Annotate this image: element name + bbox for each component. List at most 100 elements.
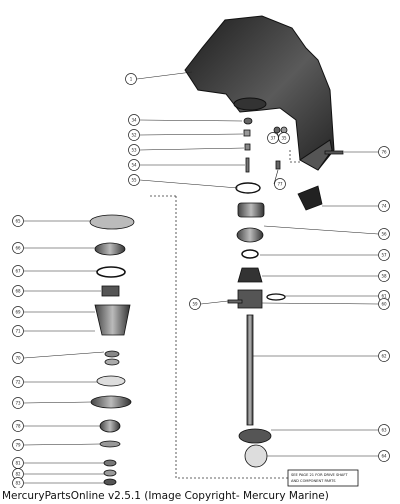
callout-55: 55 bbox=[128, 174, 239, 189]
callout-number: 1 bbox=[130, 77, 133, 82]
callout-34: 34 bbox=[128, 114, 243, 126]
reference-lines bbox=[150, 150, 300, 479]
callout-70: 70 bbox=[12, 351, 105, 364]
callout-circle bbox=[12, 242, 24, 254]
callout-37: 37 bbox=[267, 131, 280, 144]
callout-circle bbox=[378, 146, 390, 158]
callout-53: 53 bbox=[128, 144, 245, 156]
callout-number: 67 bbox=[15, 269, 21, 274]
callout-circle bbox=[128, 174, 140, 186]
callout-54: 54 bbox=[128, 159, 245, 171]
callout-number: 71 bbox=[15, 329, 21, 334]
callout-circle bbox=[128, 114, 140, 126]
callout-52: 52 bbox=[128, 129, 244, 141]
exploded-parts-diagram: SEE PAGE 21 FOR DRIVE SHAFT AND COMPONEN… bbox=[12, 15, 390, 488]
callout-circle bbox=[12, 325, 24, 337]
callout-66: 66 bbox=[12, 242, 95, 254]
callout-leader-line bbox=[23, 351, 105, 359]
callout-number: 34 bbox=[131, 118, 137, 123]
image-caption: MercuryPartsOnline v2.5.1 (Image Copyrig… bbox=[2, 490, 329, 502]
callout-number: 79 bbox=[15, 443, 21, 448]
callout-number: 60 bbox=[381, 302, 387, 307]
callout-59: 59 bbox=[189, 298, 229, 310]
callout-73: 73 bbox=[12, 397, 92, 409]
callout-circle bbox=[378, 249, 390, 261]
callout-79: 79 bbox=[12, 439, 101, 451]
callout-circle bbox=[189, 298, 201, 310]
callout-number: 56 bbox=[381, 232, 387, 237]
callout-circle bbox=[128, 129, 140, 141]
callout-circle bbox=[274, 178, 286, 190]
callout-circle bbox=[378, 270, 390, 282]
callout-leader-line bbox=[139, 119, 243, 122]
callout-63: 63 bbox=[271, 424, 390, 436]
callout-circle bbox=[128, 144, 140, 156]
callout-number: 78 bbox=[15, 424, 21, 429]
callout-number: 54 bbox=[131, 163, 137, 168]
callout-number: 68 bbox=[15, 289, 21, 294]
callout-82: 82 bbox=[12, 468, 104, 480]
callout-circle bbox=[378, 424, 390, 436]
callout-circle bbox=[378, 350, 390, 362]
callout-number: 65 bbox=[15, 219, 21, 224]
callout-number: 64 bbox=[381, 454, 387, 459]
callout-circle bbox=[12, 352, 24, 364]
callout-number: 62 bbox=[381, 354, 387, 359]
callout-number: 83 bbox=[15, 481, 21, 486]
callout-number: 53 bbox=[131, 148, 137, 153]
callout-circle bbox=[128, 159, 140, 171]
callout-circle bbox=[378, 228, 390, 240]
callout-74: 74 bbox=[322, 200, 390, 212]
callout-number: 74 bbox=[381, 204, 387, 209]
callout-circle bbox=[12, 285, 24, 297]
callout-number: 52 bbox=[131, 133, 137, 138]
callout-77: 77 bbox=[273, 169, 286, 190]
callout-number: 66 bbox=[15, 246, 21, 251]
callout-circle bbox=[378, 200, 390, 212]
callout-number: 72 bbox=[15, 380, 21, 385]
callout-number: 61 bbox=[381, 294, 387, 299]
callout-circle bbox=[12, 376, 24, 388]
callout-circle bbox=[278, 132, 290, 144]
callout-number: 58 bbox=[381, 274, 387, 279]
callout-61: 61 bbox=[285, 290, 390, 302]
callout-circle bbox=[12, 265, 24, 277]
callout-68: 68 bbox=[12, 285, 101, 297]
callout-number: 69 bbox=[15, 310, 21, 315]
callout-number: 37 bbox=[270, 136, 276, 141]
callout-67: 67 bbox=[12, 265, 97, 277]
note-line-1: SEE PAGE 21 FOR DRIVE SHAFT bbox=[291, 473, 348, 477]
callout-65: 65 bbox=[12, 215, 90, 227]
callout-circle bbox=[12, 439, 24, 451]
callout-leader-line bbox=[261, 302, 379, 305]
callout-78: 78 bbox=[12, 420, 100, 432]
note-box: SEE PAGE 21 FOR DRIVE SHAFT AND COMPONEN… bbox=[287, 469, 359, 487]
callout-83: 83 bbox=[12, 477, 104, 488]
callout-60: 60 bbox=[261, 298, 390, 310]
callout-62: 62 bbox=[253, 350, 390, 362]
callout-57: 57 bbox=[260, 249, 390, 261]
callout-number: 82 bbox=[15, 472, 21, 477]
callout-number: 70 bbox=[15, 356, 21, 361]
callout-58: 58 bbox=[262, 270, 390, 282]
callout-circle bbox=[12, 397, 24, 409]
note-line-2: AND COMPONENT PARTS bbox=[291, 479, 336, 483]
callout-leader-line bbox=[263, 225, 379, 235]
callout-number: 73 bbox=[15, 401, 21, 406]
callout-64: 64 bbox=[267, 450, 390, 462]
callout-76: 76 bbox=[344, 146, 390, 158]
callout-circle bbox=[378, 298, 390, 310]
callout-56: 56 bbox=[263, 225, 390, 240]
callout-number: 55 bbox=[131, 178, 137, 183]
callout-number: 59 bbox=[192, 302, 198, 307]
callout-number: 81 bbox=[15, 461, 21, 466]
callout-leader-line bbox=[139, 179, 239, 189]
callout-circle bbox=[12, 306, 24, 318]
callout-leader-line bbox=[200, 300, 229, 305]
part-artwork bbox=[89, 117, 344, 486]
callout-circle bbox=[378, 450, 390, 462]
callout-circle bbox=[12, 477, 24, 488]
callout-69: 69 bbox=[12, 306, 95, 318]
callout-leader-line bbox=[23, 443, 101, 446]
callout-35: 35 bbox=[277, 131, 290, 144]
